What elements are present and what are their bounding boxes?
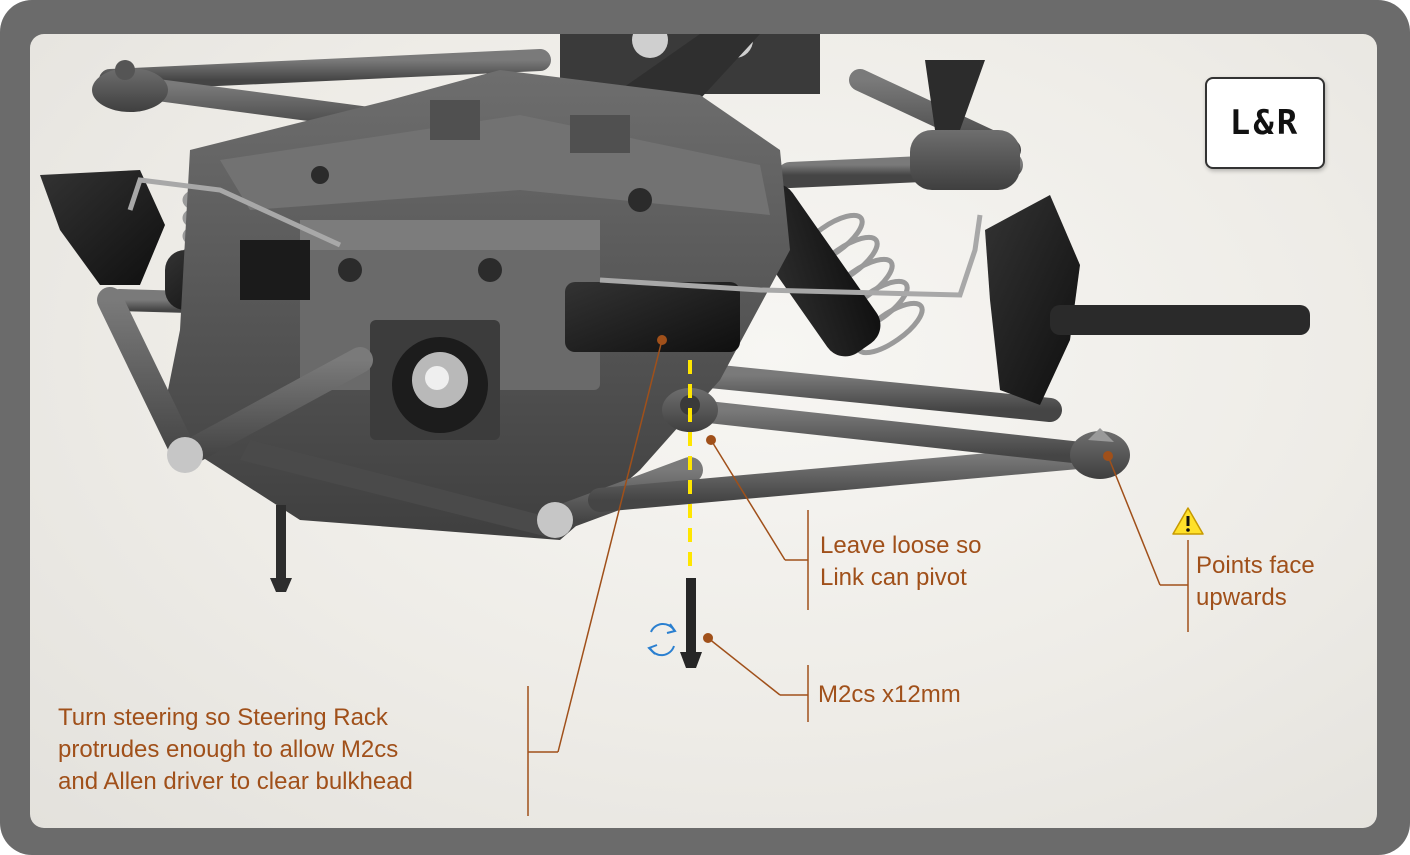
rod-ends: [167, 388, 1130, 538]
leader-lines: [527, 339, 1189, 816]
callout-leave-loose: Leave loose so Link can pivot: [820, 532, 982, 591]
spare-screw: [270, 505, 292, 592]
right-hub: [910, 60, 1310, 405]
m2cs-screw: [680, 578, 702, 668]
callout-screw-size: M2cs x12mm: [818, 681, 961, 708]
callout-steering-instruction: Turn steering so Steering Rack protrudes…: [58, 704, 413, 795]
left-right-badge: L&R: [1205, 77, 1325, 169]
steering-rack: [240, 240, 740, 352]
callout-points-face-upwards: Points face upwards: [1196, 552, 1315, 611]
warning-icon: [1172, 507, 1204, 535]
link-wire: [127, 177, 983, 298]
leader-dots: [657, 335, 1113, 643]
rotate-icon: [647, 623, 677, 657]
pinion-gear: [370, 320, 500, 440]
left-hub: [40, 60, 168, 285]
lower-rods: [97, 287, 1112, 533]
